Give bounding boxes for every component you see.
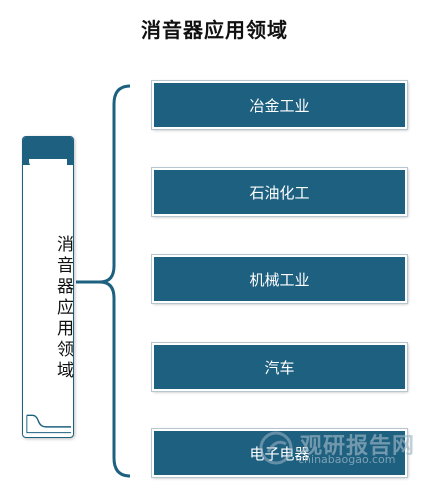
field-box-metallurgy: 冶金工业 <box>151 80 408 130</box>
card-header-notch <box>29 159 67 169</box>
watermark-brand: 观研报告网 <box>300 434 416 459</box>
watermark-url: chinabaogao.com <box>298 453 396 466</box>
field-label: 汽车 <box>264 358 295 377</box>
field-box-machinery: 机械工业 <box>151 254 408 304</box>
connector-brace <box>76 84 131 478</box>
field-label: 机械工业 <box>249 270 310 289</box>
diagram-title: 消音器应用领域 <box>141 18 288 42</box>
watermark-logo-icon <box>259 431 293 465</box>
field-box-electronics: 电子电器 <box>151 428 408 478</box>
card-footer-curve <box>26 414 72 434</box>
field-box-automotive: 汽车 <box>151 342 408 392</box>
field-label: 冶金工业 <box>249 96 310 115</box>
center-category-card: 消音器应用领域 <box>22 136 74 438</box>
field-label: 石油化工 <box>249 183 310 202</box>
center-category-label: 消音器应用领域 <box>53 234 73 382</box>
field-box-petrochemical: 石油化工 <box>151 167 408 217</box>
